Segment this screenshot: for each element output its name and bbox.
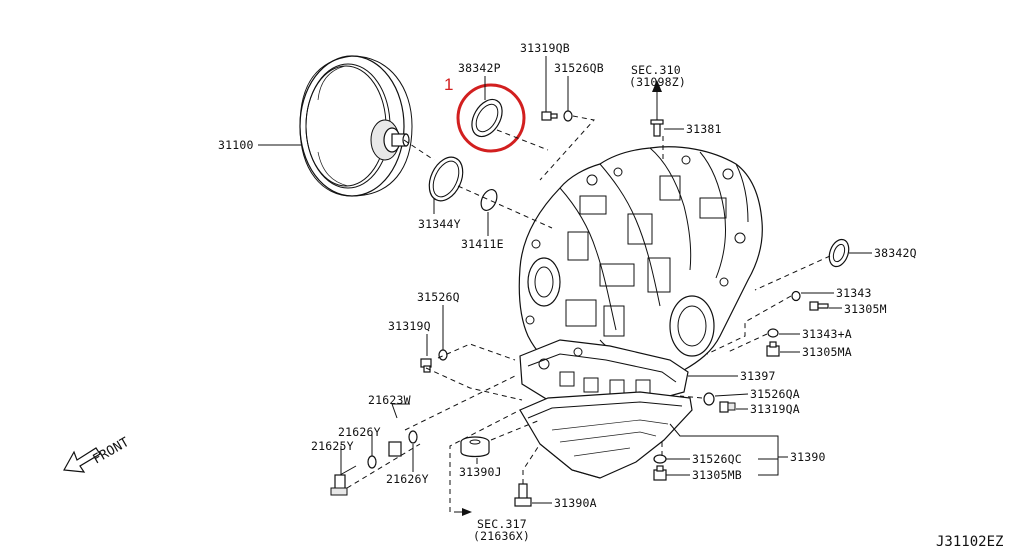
bolt-31305M xyxy=(809,301,829,311)
highlight-circle xyxy=(456,83,526,153)
bolt-31319QB xyxy=(541,111,558,121)
diagram-code: J31102EZ xyxy=(936,534,1003,550)
label-31390A: 31390A xyxy=(554,496,597,510)
bolt-31319QA xyxy=(719,401,736,413)
ring-31344Y xyxy=(428,156,464,202)
label-38342Q: 38342Q xyxy=(874,246,917,260)
torque-converter xyxy=(299,55,413,197)
label-38342P: 38342P xyxy=(458,61,501,75)
front-label: FRONT xyxy=(91,435,133,468)
label-31526Q: 31526Q xyxy=(417,290,460,304)
valve-body-31397 xyxy=(519,339,689,409)
label-21626Y-bottom: 21626Y xyxy=(386,472,429,486)
sec310-arrow xyxy=(652,80,662,122)
front-arrow xyxy=(63,447,101,473)
label-21626Y-top: 21626Y xyxy=(338,425,381,439)
label-21623W: 21623W xyxy=(368,393,411,407)
gasket-31526QC xyxy=(653,454,667,464)
label-31098Z: (31098Z) xyxy=(629,75,686,89)
label-21636X: (21636X) xyxy=(473,529,530,543)
magnet-31390J xyxy=(460,436,490,458)
washer-31526QA xyxy=(703,392,715,406)
label-31390J: 31390J xyxy=(459,465,502,479)
transmission-case xyxy=(518,146,763,405)
washer-21626Y-top xyxy=(367,455,377,469)
seal-38342P xyxy=(471,98,503,138)
label-31305MA: 31305MA xyxy=(802,345,852,359)
label-31344Y: 31344Y xyxy=(418,217,461,231)
washer-31343A xyxy=(767,328,779,338)
oil-pan-31390 xyxy=(519,391,693,479)
label-31526QB: 31526QB xyxy=(554,61,604,75)
label-31343: 31343 xyxy=(836,286,872,300)
label-sec310: SEC.310 xyxy=(631,63,681,77)
bolt-21625Y xyxy=(330,465,357,496)
washer-31343 xyxy=(791,290,801,302)
label-sec317: SEC.317 xyxy=(477,517,527,531)
sec317-arrow xyxy=(454,508,472,516)
label-31526QC: 31526QC xyxy=(692,452,742,466)
label-31526QA: 31526QA xyxy=(750,387,800,401)
label-31381: 31381 xyxy=(686,122,722,136)
label-21625Y: 21625Y xyxy=(311,439,354,453)
label-31343A: 31343+A xyxy=(802,327,852,341)
callout-number: 1 xyxy=(444,75,453,94)
washer-31526QB xyxy=(563,110,573,122)
seal-38342Q xyxy=(828,238,850,268)
washer-31526Q xyxy=(438,349,448,361)
plug-31305MA xyxy=(766,341,780,357)
label-31397: 31397 xyxy=(740,369,776,383)
label-31319QB: 31319QB xyxy=(520,41,570,55)
part-labels: 1 31100 38342P 31319QB 31526QB SEC.310 (… xyxy=(91,41,1004,550)
washer-21626Y-bottom xyxy=(408,430,418,444)
part-31381 xyxy=(650,119,664,137)
bolt-31390A xyxy=(514,483,532,507)
label-31305MB: 31305MB xyxy=(692,468,742,482)
assembly-lines xyxy=(346,115,831,512)
label-31319QA: 31319QA xyxy=(750,402,800,416)
label-31305M: 31305M xyxy=(844,302,887,316)
plug-31305MB xyxy=(653,465,667,481)
ring-31411E xyxy=(480,189,498,211)
label-31411E: 31411E xyxy=(461,237,504,251)
label-31319Q: 31319Q xyxy=(388,319,431,333)
leader-lines xyxy=(258,56,872,504)
label-31100: 31100 xyxy=(218,138,254,152)
label-31390: 31390 xyxy=(790,450,826,464)
